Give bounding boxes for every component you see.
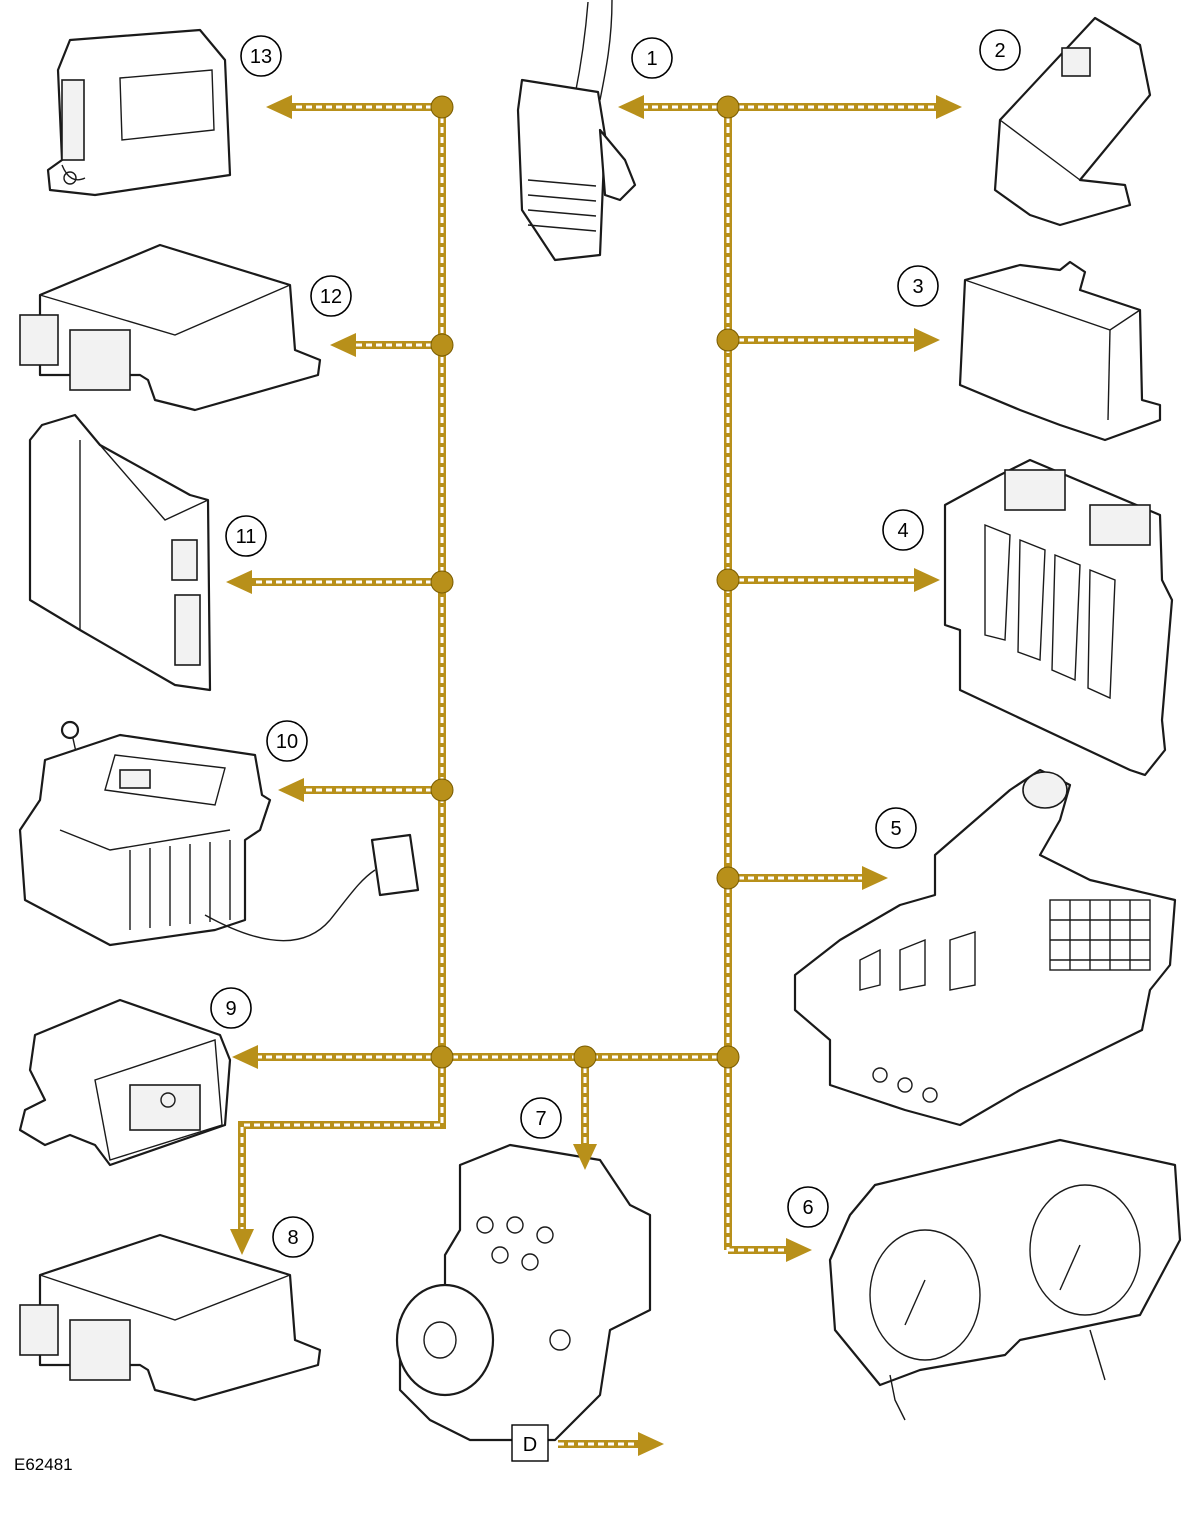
junction-dot [430,778,454,802]
component-3-module [958,260,1162,442]
junction-dot [430,570,454,594]
junction-dot [430,95,454,119]
callout-label: 5 [890,818,901,840]
arrowhead-4 [914,568,940,592]
arrowhead-3 [914,328,940,352]
arrowhead-11 [226,570,252,594]
legend-key-label: D [523,1434,537,1456]
callout-8: 8 [272,1216,314,1258]
arrowhead-2 [936,95,962,119]
callout-label: 1 [646,48,657,70]
callout-label: 10 [276,731,298,753]
junction-dot [716,95,740,119]
callout-4: 4 [882,509,924,551]
legend-arrowhead [638,1432,664,1456]
junction-dot [716,568,740,592]
callout-10: 10 [266,720,308,762]
junction-dot [430,333,454,357]
component-1-connector [516,0,637,262]
callout-12: 12 [310,275,352,317]
component-6-instrument-cluster [828,1138,1182,1421]
junction-dot [716,1045,740,1069]
arrowhead-6 [786,1238,812,1262]
callout-9: 9 [210,987,252,1029]
component-4-control-module [943,458,1174,777]
arrowhead-8 [230,1229,254,1255]
callout-2: 2 [979,29,1021,71]
callout-3: 3 [897,265,939,307]
callout-label: 11 [236,526,257,548]
callout-label: 6 [802,1197,813,1219]
callout-6: 6 [787,1186,829,1228]
component-10-gear-selector [18,720,420,947]
arrowhead-12 [330,333,356,357]
component-11-module [28,413,212,692]
junction-dots [430,95,740,1069]
callout-7: 7 [520,1097,562,1139]
callout-label: 12 [320,286,342,308]
component-12-module [19,243,322,412]
callout-11: 11 [225,515,267,557]
component-9-module [18,998,232,1167]
component-5-valve-body [793,768,1177,1127]
junction-dot [716,328,740,352]
callout-label: 13 [250,46,272,68]
component-2-sensor [993,16,1152,227]
callout-label: 8 [287,1227,298,1249]
callout-label: 3 [912,276,923,298]
arrowhead-10 [278,778,304,802]
arrowhead-9 [232,1045,258,1069]
component-7-abs-unit [395,1143,652,1442]
junction-dot [716,866,740,890]
legend-key-box [511,1424,549,1462]
legend: D [511,1424,664,1462]
callout-5: 5 [875,807,917,849]
arrowhead-1 [618,95,644,119]
callouts: 1 2 3 4 5 6 7 8 9 10 11 12 13 [210,29,1021,1258]
arrowheads [226,95,962,1262]
arrowhead-7 [573,1144,597,1170]
figure-reference-code: E62481 [14,1455,73,1474]
junction-dot [573,1045,597,1069]
callout-13: 13 [240,35,282,77]
arrow-branches-dash [248,105,940,1252]
callout-1: 1 [631,37,673,79]
junction-dot [430,1045,454,1069]
callout-label: 9 [225,998,236,1020]
component-13-module [46,28,232,197]
callout-label: 7 [535,1108,546,1130]
component-8-module [19,1233,322,1402]
arrowhead-5 [862,866,888,890]
callout-label: 4 [897,520,908,542]
callout-label: 2 [994,40,1005,62]
arrowhead-13 [266,95,292,119]
